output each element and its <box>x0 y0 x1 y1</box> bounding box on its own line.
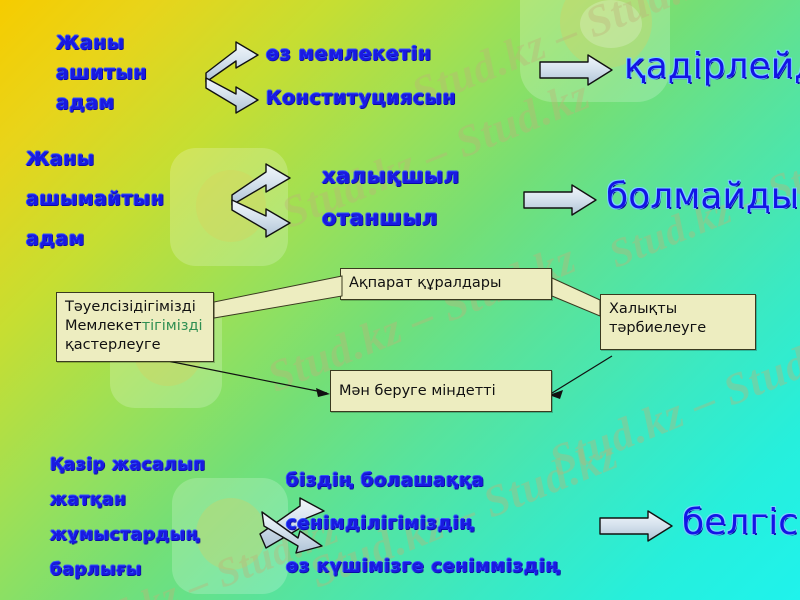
row-1-subject-line-1: Жаны <box>56 32 125 54</box>
row-3-subject-line-1: Қазір жасалып <box>50 455 206 475</box>
decorative-logo-inner-mid <box>196 170 266 242</box>
diagram-box-left[interactable]: Тәуелсізідігімізді Мемлекеттігімізді қас… <box>56 292 214 362</box>
row-3-outcome-arrow <box>599 510 673 542</box>
decorative-logo-inner2-top <box>580 0 642 48</box>
row-2-outcome: болмайды <box>606 176 800 217</box>
row-3-outcome: белгісі <box>682 502 800 543</box>
row-3-branch-line-2: сенімділігіміздің <box>286 513 475 534</box>
row-1-subject-line-3: адам <box>56 92 115 114</box>
diagram-box-bottom[interactable]: Мән беруге міндетті <box>330 370 552 412</box>
row-3-subject-line-3: жұмыстардың <box>50 525 201 545</box>
row-1-fork-arrows <box>205 41 259 114</box>
diagram-box-left-line-3: қастерлеуге <box>65 336 161 353</box>
row-3-subject-line-2: жатқан <box>50 490 127 510</box>
diagram-box-right[interactable]: Халықты тәрбиелеуге <box>600 294 756 350</box>
decorative-logo-inner-bottom <box>196 498 266 570</box>
decorative-logo-blob-mid <box>170 148 288 266</box>
diagram-box-left-line-2: Мемлекеттігімізді <box>65 317 205 336</box>
diagram-box-left-line-2-plain: Мемлекет <box>65 317 142 334</box>
row-1-branch-line-1: өз мемлекетін <box>266 43 432 65</box>
row-2-subject-line-2: ашымайтын <box>26 188 165 210</box>
row-2-fork-arrows <box>231 163 291 238</box>
diagram-box-left-line-2-highlight: тігімізді <box>141 317 203 334</box>
diagram-box-top[interactable]: Ақпарат құралдары <box>340 268 552 300</box>
row-1-outcome-arrow <box>539 54 613 86</box>
row-3-branch-line-3: өз күшімізге сенімміздің <box>286 556 561 577</box>
row-2-subject-line-1: Жаны <box>26 148 95 170</box>
row-1-branch-line-2: Конституциясын <box>266 87 457 109</box>
diagram-box-left-line-1: Тәуелсізідігімізді <box>65 299 196 315</box>
diagram-box-top-label: Ақпарат құралдары <box>349 275 502 291</box>
row-3-subject-line-4: барлығы <box>50 560 143 580</box>
row-1-subject-line-2: ашитын <box>56 62 148 84</box>
row-2-outcome-arrow <box>523 184 597 216</box>
row-3-branch-line-1: біздің болашаққа <box>286 470 485 491</box>
row-2-branch-line-1: халықшыл <box>322 164 460 188</box>
diagram-box-right-line-1: Халықты <box>609 301 678 317</box>
row-1-outcome: қадірлейді <box>624 46 800 87</box>
row-2-subject-line-3: адам <box>26 228 85 250</box>
row-2-branch-line-2: отаншыл <box>322 206 439 230</box>
diagram-box-right-line-2: тәрбиелеуге <box>609 319 707 336</box>
diagram-box-bottom-label: Мән беруге міндетті <box>339 383 496 399</box>
